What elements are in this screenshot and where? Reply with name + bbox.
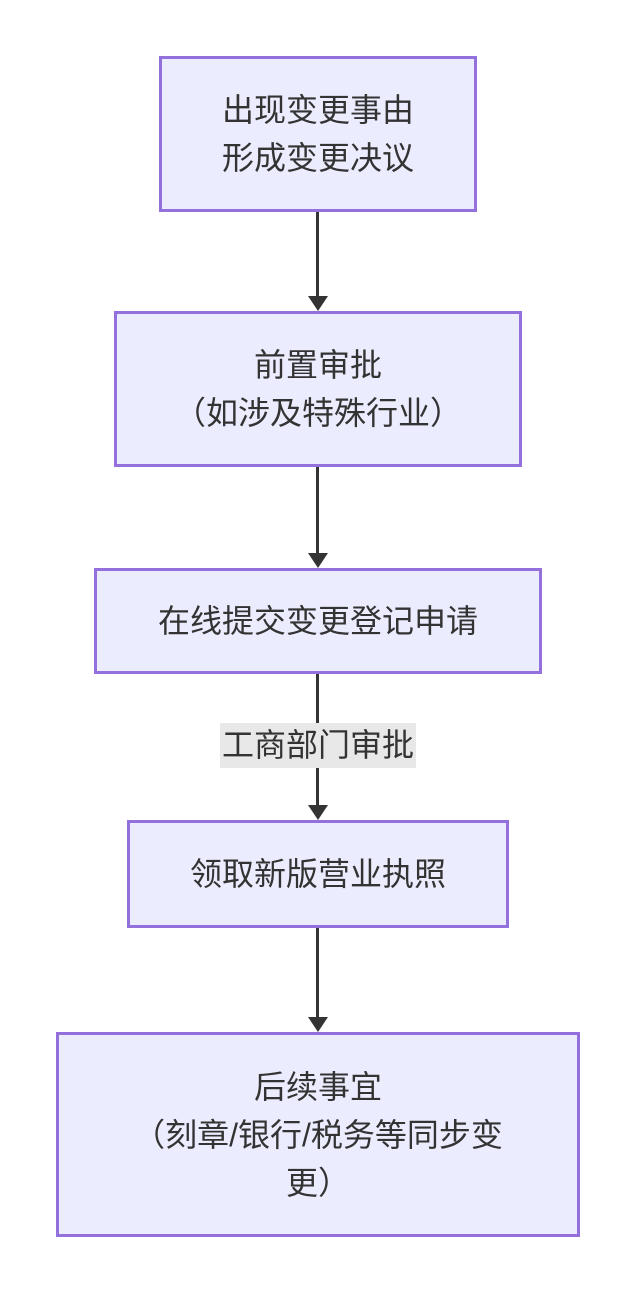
node-text-line: 在线提交变更登记申请	[157, 603, 478, 639]
arrowhead-down-icon	[308, 805, 328, 820]
connector-line	[316, 467, 319, 555]
flow-node-pre-approval: 前置审批 （如涉及特殊行业）	[114, 311, 522, 467]
node-text-line: 形成变更决议	[221, 140, 414, 176]
flow-node-new-license: 领取新版营业执照	[127, 820, 509, 928]
node-text-line: （如涉及特殊行业）	[173, 395, 462, 431]
arrowhead-down-icon	[308, 1017, 328, 1032]
connector-line	[316, 928, 319, 1019]
arrowhead-down-icon	[308, 296, 328, 311]
flow-node-change-trigger: 出现变更事由 形成变更决议	[159, 56, 477, 212]
flow-node-online-submit: 在线提交变更登记申请	[94, 568, 542, 674]
node-text-line: 领取新版营业执照	[189, 856, 446, 892]
edge-label-approval: 工商部门审批	[219, 723, 417, 768]
connector-line	[316, 212, 319, 298]
node-text-line: 出现变更事由	[221, 92, 414, 128]
flow-node-follow-up: 后续事宜 （刻章/银行/税务等同步变 更）	[56, 1032, 580, 1237]
node-text-line: 前置审批	[253, 347, 382, 383]
arrowhead-down-icon	[308, 553, 328, 568]
node-text-line: 更）	[285, 1164, 350, 1201]
node-text-line: （刻章/银行/税务等同步变	[133, 1116, 503, 1153]
node-text-line: 后续事宜	[253, 1068, 382, 1105]
